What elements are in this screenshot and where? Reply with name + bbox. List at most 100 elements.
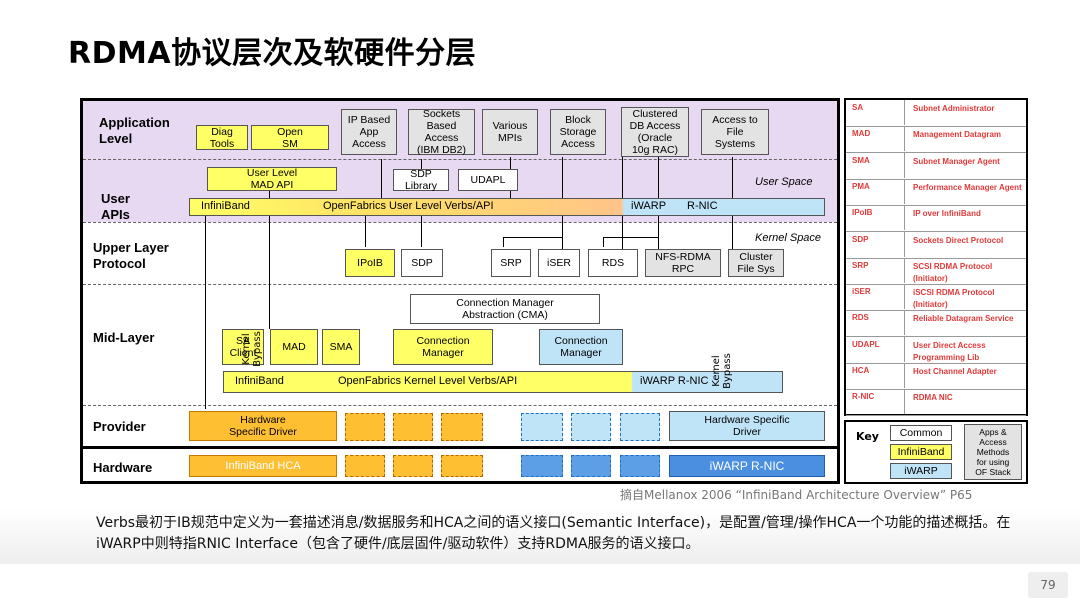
diag-tools-box: Diag Tools (196, 125, 248, 150)
abbreviation-value: Subnet Administrator (904, 100, 1026, 125)
user-rnic-label: R-NIC (687, 200, 718, 212)
ip-based-app-box: IP Based App Access (341, 109, 397, 155)
abbreviation-row: IPoIB IP over InfiniBand (846, 205, 1026, 233)
source-citation: 摘自Mellanox 2006 “InfiniBand Architecture… (620, 488, 973, 502)
connector-line (381, 159, 382, 207)
abbreviation-value: Host Channel Adapter (904, 363, 1026, 388)
level-application: Application Level (99, 115, 170, 146)
sdp-box: SDP (401, 249, 443, 277)
user-level-mad-api-box: User Level MAD API (207, 167, 337, 191)
divider (83, 159, 837, 160)
cluster-file-sys-box: Cluster File Sys (728, 249, 784, 277)
user-space-label: User Space (755, 176, 813, 188)
legend-infiniband: InfiniBand (890, 444, 952, 460)
abbreviation-key: MAD (852, 129, 871, 139)
provider-placeholder-box (521, 413, 563, 441)
iwarp-rnic-hardware-box: iWARP R-NIC (669, 455, 825, 477)
legend-common: Common (890, 425, 952, 441)
kernel-verbs-bar (223, 371, 783, 393)
user-iwarp-label: iWARP (631, 200, 667, 212)
abbreviation-value: Subnet Manager Agent (904, 152, 1026, 178)
sa-client-box: SA Client (222, 329, 264, 365)
various-mpis-box: Various MPIs (482, 109, 538, 155)
legend: Key Common InfiniBand iWARP Apps & Acces… (844, 420, 1028, 484)
level-hardware: Hardware (93, 460, 153, 475)
legend-iwarp: iWARP (890, 463, 952, 479)
level-mid-layer: Mid-Layer (93, 330, 155, 345)
hardware-placeholder-box (345, 455, 385, 477)
connector-line (421, 213, 422, 247)
connector-line (503, 237, 504, 247)
connector-line (503, 237, 563, 238)
level-provider: Provider (93, 419, 146, 434)
nfs-rdma-rpc-box: NFS-RDMA RPC (645, 249, 721, 277)
iser-box: iSER (538, 249, 580, 277)
sockets-based-access-box: Sockets Based Access (IBM DB2) (408, 108, 475, 156)
abbreviation-row: MAD Management Datagram (846, 126, 1026, 154)
connector-line (510, 157, 511, 169)
provider-placeholder-box (441, 413, 483, 441)
caption-text: Verbs最初于IB规范中定义为一套描述消息/数据服务和HCA之间的语义接口(S… (96, 515, 1011, 552)
divider (83, 222, 837, 223)
connector-line (603, 237, 604, 247)
rds-box: RDS (588, 249, 638, 277)
abbreviation-value: Performance Manager Agent (904, 178, 1026, 204)
architecture-diagram: Application Level User APIs Upper Layer … (80, 98, 840, 484)
hardware-placeholder-box (521, 455, 563, 477)
connection-manager-iwarp-box: Connection Manager (539, 329, 623, 365)
abbreviation-key: SMA (852, 155, 870, 165)
open-sm-box: Open SM (251, 125, 329, 150)
legend-title: Key (856, 430, 879, 443)
connector-line (603, 237, 658, 238)
abbreviation-value: iSCSI RDMA Protocol (Initiator) (904, 284, 1026, 310)
abbreviation-key: SDP (852, 234, 869, 244)
abbreviation-value: RDMA NIC (904, 389, 1026, 415)
ipoib-box: IPoIB (345, 249, 395, 277)
abbreviation-row: PMA Performance Manager Agent (846, 178, 1026, 206)
kernel-bypass-right-label: Kernel Bypass (711, 353, 733, 389)
srp-box: SRP (491, 249, 531, 277)
divider (83, 284, 837, 285)
hardware-specific-driver-iwarp-box: Hardware Specific Driver (669, 411, 825, 441)
abbreviation-value: Reliable Datagram Service (904, 310, 1026, 336)
page-title: RDMA协议层次及软硬件分层 (68, 36, 477, 71)
connection-manager-abstraction-box: Connection Manager Abstraction (CMA) (410, 294, 600, 324)
abbreviation-row: RDS Reliable Datagram Service (846, 310, 1026, 338)
hardware-placeholder-box (620, 455, 660, 477)
provider-placeholder-box (345, 413, 385, 441)
caption-background (0, 508, 1080, 564)
connection-manager-ib-box: Connection Manager (393, 329, 493, 365)
abbreviation-key: PMA (852, 181, 870, 191)
sdp-library-box: SDP Library (393, 168, 449, 192)
udapl-box: UDAPL (458, 169, 518, 191)
connector-line (365, 213, 366, 247)
abbreviation-key: IPoIB (852, 208, 873, 218)
hardware-placeholder-box (441, 455, 483, 477)
hardware-placeholder-box (393, 455, 433, 477)
sma-box: SMA (322, 329, 360, 365)
abbreviation-value: IP over InfiniBand (904, 205, 1026, 231)
divider (83, 405, 837, 406)
access-file-systems-box: Access to File Systems (701, 109, 769, 155)
abbreviation-row: HCA Host Channel Adapter (846, 363, 1026, 390)
kernel-iwarp-rnic-label: iWARP R-NIC (640, 375, 709, 387)
clustered-db-box: Clustered DB Access (Oracle 10g RAC) (621, 107, 689, 157)
legend-apps-note: Apps & Access Methods for using OF Stack (964, 424, 1022, 480)
abbreviation-key: RDS (852, 313, 869, 323)
abbreviation-value: Management Datagram (904, 126, 1026, 152)
abbreviation-key: HCA (852, 366, 870, 375)
user-infiniband-label: InfiniBand (201, 200, 250, 212)
kernel-infiniband-label: InfiniBand (235, 375, 284, 387)
hardware-specific-driver-ib-box: Hardware Specific Driver (189, 411, 337, 441)
hardware-placeholder-box (571, 455, 611, 477)
abbreviation-row: SMA Subnet Manager Agent (846, 152, 1026, 180)
hardware-divider (83, 446, 837, 449)
provider-placeholder-box (393, 413, 433, 441)
user-verbs-label: OpenFabrics User Level Verbs/API (323, 200, 494, 212)
